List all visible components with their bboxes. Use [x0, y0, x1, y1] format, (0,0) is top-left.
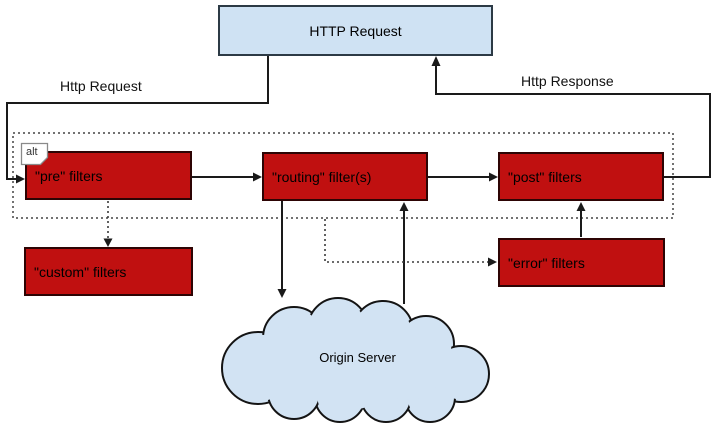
pre-filters-node: "pre" filters	[25, 151, 192, 200]
alt-fragment-label: alt	[26, 146, 38, 158]
edge-label-http-request: Http Request	[60, 78, 142, 94]
routing-filters-node: "routing" filter(s)	[262, 152, 428, 201]
origin-server-label: Origin Server	[319, 350, 396, 365]
post-filters-node: "post" filters	[498, 152, 664, 201]
arrowhead-into-post-bottom	[576, 202, 586, 211]
edge-label-http-response: Http Response	[521, 73, 614, 89]
arrowhead-into-routing	[253, 172, 262, 182]
arrowhead-into-request-box	[431, 56, 441, 66]
arrowhead-into-routing-bottom	[399, 202, 409, 211]
arrowhead-into-pre	[16, 174, 25, 184]
arrowhead-into-post	[489, 172, 498, 182]
arrowhead-into-error	[488, 257, 497, 267]
arrowhead-into-custom	[103, 238, 113, 247]
http-request-box: HTTP Request	[218, 5, 493, 56]
arrow-to-error	[324, 219, 488, 263]
error-filters-node: "error" filters	[498, 238, 665, 287]
arrowhead-into-origin	[277, 289, 287, 298]
custom-filters-node: "custom" filters	[24, 247, 193, 296]
